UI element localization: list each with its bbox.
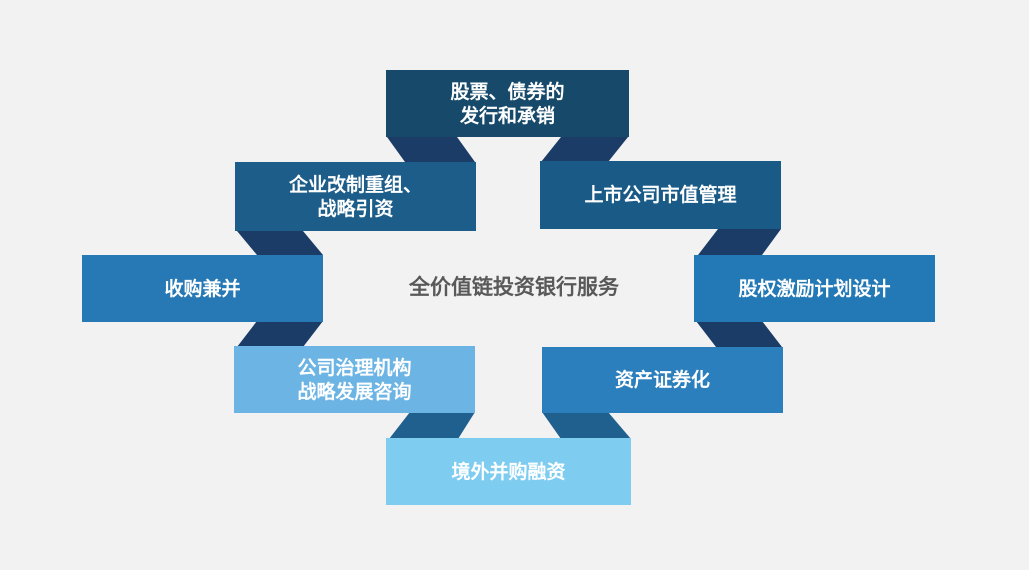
service-label-line: 发行和承销: [459, 104, 555, 127]
service-box-lower-right: 资产证券化: [542, 347, 783, 413]
service-label-line: 股票、债券的: [450, 80, 565, 103]
service-label-line: 收购兼并: [164, 277, 241, 300]
service-label-line: 上市公司市值管理: [584, 184, 737, 206]
service-label-line: 公司治理机构: [297, 356, 412, 379]
connector-right-lowerright: [696, 321, 782, 347]
service-label-line: 股权激励计划设计: [738, 277, 891, 300]
connector-lowerleft-bottom: [389, 412, 475, 439]
center-title: 全价值链投资银行服务: [409, 275, 619, 299]
connector-top-left: [387, 137, 475, 162]
connector-lowerright-bottom: [542, 412, 631, 439]
service-label-line: 战略发展咨询: [297, 380, 412, 403]
connector-upperright-right: [698, 229, 781, 255]
service-box-top: 股票、债券的 发行和承销: [386, 70, 629, 137]
service-box-left: 收购兼并: [82, 255, 323, 322]
service-label-line: 资产证券化: [614, 369, 710, 391]
service-box-bottom: 境外并购融资: [386, 438, 631, 505]
service-box-upper-right: 上市公司市值管理: [540, 161, 781, 229]
service-box-lower-left: 公司治理机构 战略发展咨询: [234, 346, 475, 413]
service-box-upper-left: 企业改制重组、 战略引资: [235, 162, 476, 231]
service-label-line: 战略引资: [317, 197, 394, 220]
service-label-line: 境外并购融资: [451, 460, 566, 483]
connector-left-lowerleft: [237, 321, 323, 347]
service-label-line: 企业改制重组、: [288, 173, 422, 196]
service-box-right: 股权激励计划设计: [694, 255, 935, 322]
connector-upperleft-left: [237, 231, 323, 255]
connector-top-right: [541, 137, 628, 162]
